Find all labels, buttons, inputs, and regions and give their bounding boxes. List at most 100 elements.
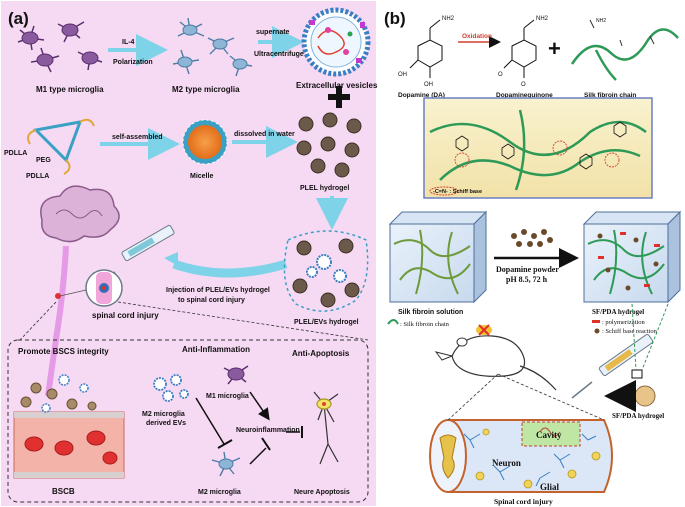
dopamine-structure-icon <box>409 19 443 78</box>
schiff-legend-marker <box>429 186 459 196</box>
cavity-label: Cavity <box>536 430 562 440</box>
m2-evs-label-line2: derived EVs <box>146 420 186 427</box>
m2-derived-evs-icon <box>153 374 189 402</box>
polymerization-legend: : polymerization <box>602 319 646 326</box>
dopamine-oh-1: OH <box>398 72 407 78</box>
cylinder-connector-left <box>447 373 499 421</box>
injection-arrow <box>172 259 288 278</box>
arrow-polarization-label: Polarization <box>113 59 153 66</box>
m2-microglia-icon <box>211 451 241 477</box>
schiff-reaction-legend-icon <box>594 328 600 334</box>
quinone-o-1: O <box>498 72 503 78</box>
anti-apoptosis-label: Anti-Apoptosis <box>292 349 350 358</box>
dissolved-label: dissolved in water <box>234 131 295 138</box>
schiff-base-legend: -C=N- : Schiff base <box>433 189 482 195</box>
bscb-ev-cluster-icon <box>20 374 97 413</box>
plel-hydrogel-icon <box>296 112 362 178</box>
glial-label: Glial <box>540 482 560 492</box>
quinone-nh2: NH2 <box>536 16 549 22</box>
peg-label: PEG <box>36 157 51 164</box>
arrow-il4-label: IL-4 <box>122 39 135 46</box>
injection-label-line2: to spinal cord injury <box>178 297 245 304</box>
network-box <box>423 97 653 199</box>
anti-inflammation-label: Anti-Inflammation <box>182 345 250 354</box>
sf-pda-cube <box>582 210 682 304</box>
sf-pda-label: SF/PDA hydrogel <box>592 308 644 316</box>
pdlla-top-label: PDLLA <box>4 150 27 157</box>
m1-microglia-icon <box>223 365 249 385</box>
mechanism-inset-box <box>7 339 369 503</box>
silk-chain-legend: : Silk fibroin chain <box>400 321 450 328</box>
neure-apoptosis-label: Neure Apoptosis <box>294 489 350 496</box>
m2-microglia-cluster-icon <box>172 17 253 77</box>
plus-sign: + <box>548 36 561 61</box>
silk-chain-legend-icon <box>387 319 399 325</box>
polymerization-legend-icon <box>592 320 600 323</box>
promote-bscs-label: Promote BSCS integrity <box>18 347 109 356</box>
spinal-cord-column <box>45 245 69 397</box>
spinal-cord-injury-label: spinal cord injury <box>92 311 159 320</box>
plel-hydrogel-label: PLEL hydrogel <box>300 185 349 192</box>
zoom-line <box>59 289 87 297</box>
schiff-reaction-legend: : Schiff base reaction <box>602 328 658 335</box>
arrow-ultracentrifuge-label: Ultracentrifuge <box>254 51 304 58</box>
plel-evs-hydrogel-icon <box>283 230 369 312</box>
plus-icon <box>328 86 350 108</box>
panel-a: (a) M1 type microglia IL-4 Polarization <box>1 1 378 506</box>
sf-pda-label-2: SF/PDA hydrogel <box>612 412 664 420</box>
pdlla-peg-polymer-icon <box>27 118 95 175</box>
micelle-label: Micelle <box>190 173 213 180</box>
inset-connector-right <box>117 301 369 341</box>
arrow-supernate-label: supernate <box>256 29 290 36</box>
m1-type-label: M1 type microglia <box>36 85 104 94</box>
dopamine-nh2: NH2 <box>442 16 455 22</box>
silk-chain-label: Silk fibroin chain <box>584 92 636 99</box>
silk-solution-cube <box>388 210 488 304</box>
oxidation-label: Oxidation <box>462 33 492 40</box>
rat-icon <box>434 324 557 391</box>
dopamine-oh-2: OH <box>424 82 433 88</box>
ev-label: Extracellular vesicles <box>296 81 378 90</box>
zoom-connector-2 <box>641 303 669 371</box>
syringe-b-icon <box>571 333 654 399</box>
ph-label: pH 8.5, 72 h <box>506 275 548 284</box>
spinal-cord-cylinder <box>429 419 613 493</box>
neuroinflammation-arrows <box>195 391 303 465</box>
bscb-label: BSCB <box>52 487 75 496</box>
silk-fibroin-chain-icon <box>570 19 679 81</box>
m1-microglia-cluster-icon <box>17 21 103 73</box>
injury-site-dot <box>55 293 61 299</box>
dopamine-powder-label: Dopamine powder <box>496 265 559 274</box>
panel-a-label: (a) <box>8 9 29 28</box>
quinone-o-2: O <box>521 82 526 88</box>
silk-solution-label: Silk fibroin solution <box>398 309 463 316</box>
neuroinflammation-label: Neuroinflammation <box>236 427 300 434</box>
sf-pda-ball-icon <box>634 385 656 407</box>
panel-b-label: (b) <box>384 9 406 28</box>
dopaminequinone-structure-icon <box>503 19 537 78</box>
dopamine-label: Dopamine (DA) <box>398 92 445 99</box>
panel-b: (b) NH2 OH OH Dopamine (DA) Oxidation NH… <box>384 9 682 506</box>
self-assembled-label: self-assembled <box>112 134 163 141</box>
chain-nh2: NH2 <box>596 18 606 24</box>
m2-evs-label-line1: M2 microglia <box>142 411 185 418</box>
bscb-vessel-icon <box>13 411 125 479</box>
syringe-zoom-box <box>631 369 643 379</box>
cylinder-connector-right <box>497 373 605 421</box>
dopaminequinone-label: Dopaminequinone <box>496 92 553 99</box>
injury-magnified-icon <box>85 269 123 307</box>
neuron-label: Neuron <box>492 458 521 468</box>
injection-arrow-head <box>164 252 178 266</box>
inset-connector-left <box>19 301 57 341</box>
neuron-icon <box>313 391 339 465</box>
m1-microglia-label: M1 microglia <box>206 393 249 400</box>
zoom-connector-1 <box>631 303 637 371</box>
spinal-injury-b-label: Spinal cord injury <box>494 497 553 506</box>
brain-icon <box>40 185 120 243</box>
dopamine-powder-icon <box>511 229 553 247</box>
micelle-icon <box>182 119 228 165</box>
m2-type-label: M2 type microglia <box>172 85 240 94</box>
m2-microglia-label: M2 microglia <box>198 489 241 496</box>
